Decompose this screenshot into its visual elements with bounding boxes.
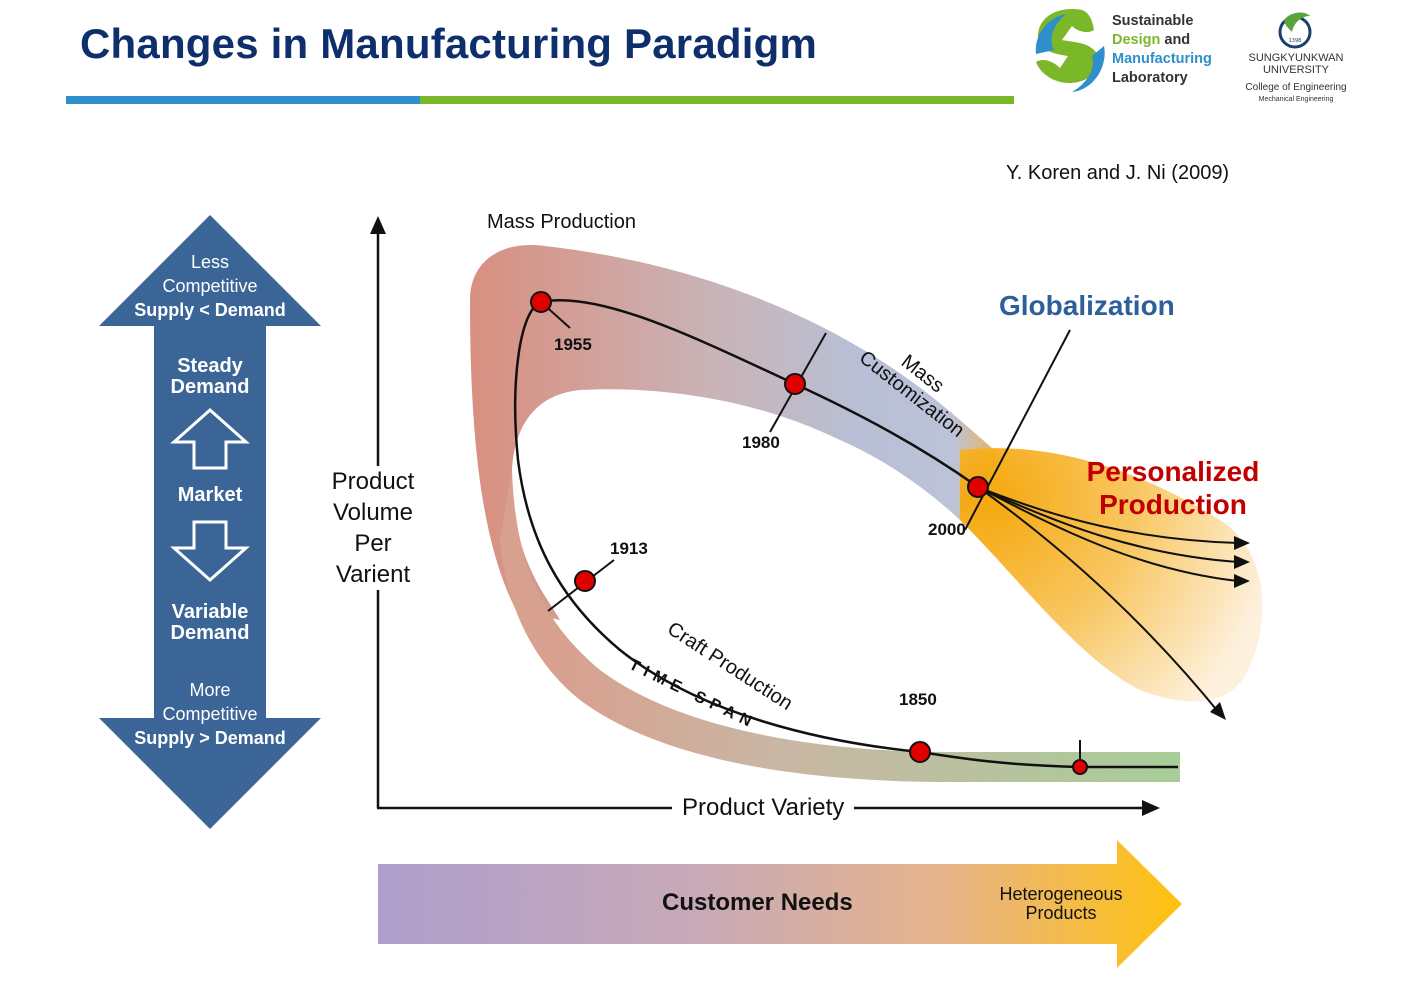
- svg-text:1398: 1398: [1289, 38, 1302, 44]
- personalized-line-2: Production: [1099, 489, 1247, 520]
- lab-line-sustainable: Sustainable: [1112, 13, 1194, 29]
- market-label: Market: [177, 484, 243, 506]
- milestone-1850: [909, 741, 931, 763]
- lab-line-and: and: [1164, 32, 1191, 48]
- university-logo-text: SUNGKYUNKWAN UNIVERSITY College of Engin…: [1236, 52, 1356, 106]
- univ-line-3: College of Engineering: [1245, 82, 1347, 93]
- products-line: Products: [1025, 903, 1097, 923]
- y-axis-arrowhead: [370, 216, 386, 234]
- title-underline-blue: [66, 96, 420, 104]
- year-1850-label: 1850: [899, 690, 937, 709]
- milestone-1913: [574, 570, 596, 592]
- milestone-end: [1072, 759, 1088, 775]
- milestone-2000: [967, 476, 989, 498]
- lab-logo-icon: [1035, 9, 1105, 92]
- variable-demand-word: Demand: [170, 622, 250, 644]
- univ-line-2: UNIVERSITY: [1262, 64, 1329, 76]
- lab-logo-text: Sustainable Design and Manufacturing Lab…: [1112, 12, 1212, 88]
- supply-greater-demand-label: Supply > Demand: [134, 728, 286, 748]
- hollow-up-arrow-icon: [170, 407, 250, 470]
- steady-demand-word: Demand: [170, 376, 250, 398]
- personalized-arrowheads: [1210, 536, 1250, 720]
- variable-label: Variable: [171, 601, 249, 623]
- personalized-production-label: Personalized Production: [1074, 455, 1272, 521]
- more-competitive-label: More Competitive Supply > Demand: [99, 678, 321, 750]
- supply-less-demand-label: Supply < Demand: [134, 300, 286, 320]
- less-competitive-label: Less Competitive Supply < Demand: [99, 250, 321, 322]
- y-label-line-1: Product: [331, 468, 415, 495]
- competitive-bottom-label: Competitive: [162, 704, 258, 724]
- univ-line-1: SUNGKYUNKWAN: [1248, 52, 1344, 64]
- year-2000-label: 2000: [928, 520, 966, 539]
- y-label-line-4: Varient: [335, 561, 411, 588]
- y-axis-label: Product Volume Per Varient: [318, 466, 428, 590]
- variable-demand-label: Variable Demand: [99, 602, 321, 644]
- personalized-arrows: [977, 486, 1239, 715]
- paradigm-band-upper: [470, 245, 1000, 620]
- citation: Y. Koren and J. Ni (2009): [1006, 162, 1230, 184]
- y-label-line-3: Per: [354, 530, 392, 557]
- milestone-1955: [530, 291, 552, 313]
- x-axis-arrowhead: [1142, 800, 1160, 816]
- hollow-down-arrow-icon: [170, 520, 250, 583]
- lab-line-manufacturing: Manufacturing: [1112, 51, 1212, 67]
- milestone-1980: [784, 373, 806, 395]
- more-label: More: [189, 680, 231, 700]
- steady-label: Steady: [177, 355, 243, 377]
- less-label: Less: [190, 252, 230, 272]
- heterogeneous-line: Heterogeneous: [999, 884, 1123, 904]
- mass-production-label: Mass Production: [487, 211, 636, 233]
- title-underline-green: [420, 96, 1014, 104]
- x-axis-label: Product Variety: [672, 794, 855, 822]
- university-emblem-icon: 1398: [1278, 12, 1312, 49]
- milestone-dots: [530, 291, 1088, 775]
- page-title: Changes in Manufacturing Paradigm: [80, 20, 818, 67]
- customer-needs-arrow: [378, 840, 1182, 968]
- lab-line-laboratory: Laboratory: [1112, 70, 1188, 86]
- year-1913-label: 1913: [610, 539, 648, 558]
- year-1955-label: 1955: [554, 335, 592, 354]
- globalization-label: Globalization: [999, 290, 1175, 321]
- competitive-top-label: Competitive: [162, 276, 258, 296]
- steady-demand-label: Steady Demand: [99, 356, 321, 398]
- customer-needs-label: Customer Needs: [662, 889, 853, 916]
- y-label-line-2: Volume: [332, 499, 414, 526]
- lab-line-design: Design: [1112, 32, 1161, 48]
- univ-line-4: Mechanical Engineering: [1258, 96, 1334, 103]
- heterogeneous-products-label: Heterogeneous Products: [986, 885, 1136, 923]
- craft-production-label: Craft Production: [663, 618, 796, 715]
- personalized-line-1: Personalized: [1086, 456, 1260, 487]
- year-1980-label: 1980: [742, 433, 780, 452]
